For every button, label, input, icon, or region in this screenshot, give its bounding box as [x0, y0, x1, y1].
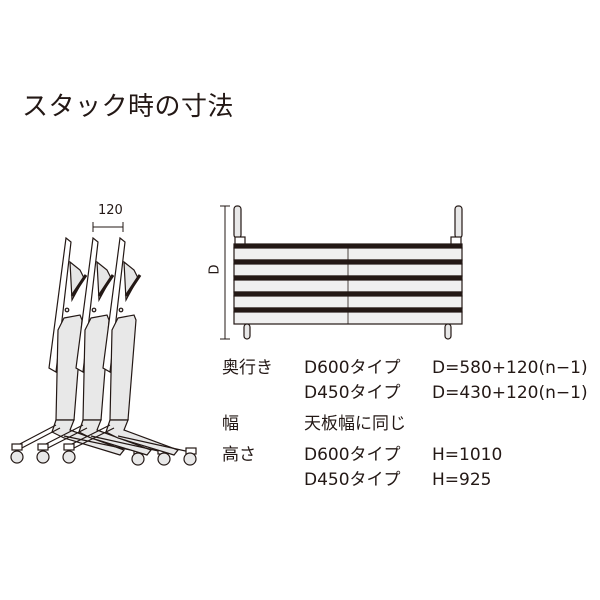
spec-row-height-d450: D450タイプ H=925: [222, 468, 588, 493]
spec-label: 幅: [222, 414, 239, 434]
spec-row-depth-d600: 奥行き D600タイプ D=580+120(n−1): [222, 356, 588, 381]
spec-type: D600タイプ: [304, 445, 401, 465]
spec-type: D450タイプ: [304, 383, 401, 403]
dimension-D-label: D: [207, 264, 223, 275]
spec-value: D=430+120(n−1): [432, 383, 588, 403]
folded-tables-side-view: [10, 236, 197, 466]
folded-table-1: [10, 236, 145, 466]
page-title: スタック時の寸法: [22, 92, 235, 122]
spec-value: D=580+120(n−1): [432, 358, 588, 378]
spec-label: [222, 468, 304, 493]
spec-type: D450タイプ: [304, 470, 401, 490]
spec-row-width: 幅 天板幅に同じ: [222, 412, 588, 437]
spec-row-height-d600: 高さ D600タイプ H=1010: [222, 443, 588, 468]
dimension-120-label: 120: [98, 203, 123, 218]
spec-type: 天板幅に同じ: [304, 414, 406, 434]
spec-label: 奥行き: [222, 358, 273, 378]
folded-table-3: [62, 236, 197, 466]
dimension-120: [92, 222, 124, 232]
spec-value: H=925: [432, 470, 492, 490]
dimension-D: [220, 205, 230, 340]
spec-table: 奥行き D600タイプ D=580+120(n−1) D450タイプ D=430…: [222, 356, 588, 493]
folded-table-2: [36, 236, 171, 466]
spec-label: 高さ: [222, 445, 256, 465]
spec-type: D600タイプ: [304, 358, 401, 378]
spec-row-depth-d450: D450タイプ D=430+120(n−1): [222, 381, 588, 406]
spec-value: H=1010: [432, 445, 503, 465]
stacked-tables-front-view: [233, 205, 463, 340]
spec-label: [222, 381, 304, 406]
